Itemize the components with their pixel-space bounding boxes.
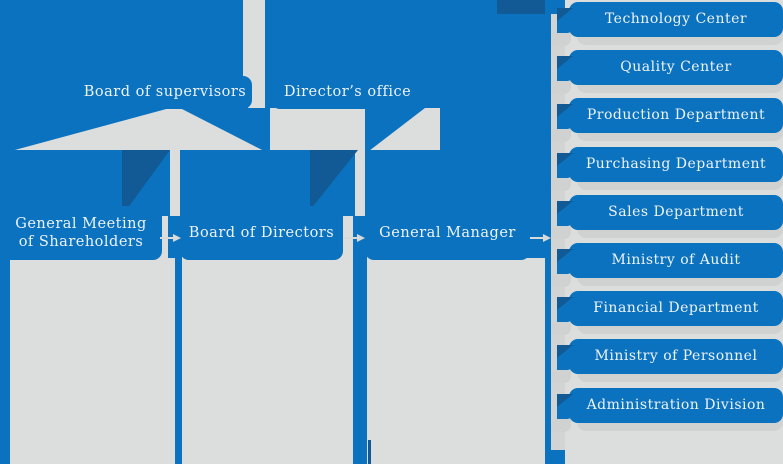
- department-label: Production Department: [586, 106, 766, 123]
- department-label: Ministry of Personnel: [594, 347, 758, 364]
- wedge-left-descend: [0, 108, 170, 154]
- department-tab-accent: [557, 153, 573, 166]
- department-tab-accent: [557, 8, 573, 21]
- department-label: Sales Department: [608, 203, 744, 220]
- rail-col1-left: [0, 216, 10, 464]
- department-label: Administration Division: [586, 396, 766, 413]
- department-tab-groove: [551, 274, 571, 287]
- department-tab-groove: [551, 322, 571, 335]
- node-general-manager[interactable]: General Manager: [365, 206, 530, 260]
- background-slab-mid-d: [440, 108, 545, 216]
- department-box-technology-center[interactable]: Technology Center: [569, 2, 783, 37]
- department-tab-groove: [551, 419, 571, 432]
- node-directors-office[interactable]: Director’s office: [271, 76, 424, 109]
- department-label: Ministry of Audit: [611, 251, 741, 268]
- department-box-financial-department[interactable]: Financial Department: [569, 291, 783, 326]
- wedge-center-descend: [180, 108, 270, 154]
- spine-gap-top: [243, 0, 257, 78]
- department-tab-groove: [551, 178, 571, 191]
- rail-col2-right: [353, 216, 367, 464]
- department-tab-accent: [557, 345, 573, 358]
- department-label: Quality Center: [620, 58, 732, 75]
- department-box-ministry-of-audit[interactable]: Ministry of Audit: [569, 243, 783, 278]
- department-tab-groove: [551, 370, 571, 383]
- department-label: Technology Center: [604, 10, 748, 27]
- node-board-of-directors[interactable]: Board of Directors: [180, 206, 343, 260]
- department-label: Financial Department: [593, 299, 759, 316]
- department-tab-accent: [557, 104, 573, 117]
- wedge-left-dark: [122, 150, 170, 216]
- department-box-ministry-of-personnel[interactable]: Ministry of Personnel: [569, 339, 783, 374]
- node-label: General Meeting of Shareholders: [15, 215, 147, 250]
- body-panel-col3: [371, 258, 545, 464]
- department-tab-groove: [551, 33, 571, 46]
- department-box-quality-center[interactable]: Quality Center: [569, 50, 783, 85]
- wedge-right-dark: [310, 150, 358, 210]
- connector-arrow-1: [160, 228, 182, 242]
- department-tab-accent: [557, 249, 573, 262]
- department-tab-groove: [551, 81, 571, 94]
- arrow-icon: [344, 234, 365, 242]
- node-general-meeting-of-shareholders[interactable]: General Meeting of Shareholders: [0, 206, 162, 260]
- body-panel-col1: [10, 258, 175, 464]
- node-label: Board of supervisors: [83, 84, 247, 101]
- department-box-purchasing-department[interactable]: Purchasing Department: [569, 147, 783, 182]
- department-box-sales-department[interactable]: Sales Department: [569, 195, 783, 230]
- department-label: Purchasing Department: [585, 155, 767, 172]
- department-tab-groove: [551, 226, 571, 239]
- department-box-administration-division[interactable]: Administration Division: [569, 388, 783, 423]
- arrow-icon: [160, 234, 181, 242]
- department-tab-accent: [557, 394, 573, 407]
- background-slab-top-right: [440, 0, 565, 108]
- arrow-icon: [530, 234, 551, 242]
- wedge-right-descend: [365, 108, 425, 154]
- connector-arrow-2: [344, 228, 366, 242]
- node-label: General Manager: [379, 224, 516, 241]
- department-tab-accent: [557, 56, 573, 69]
- department-tab-accent: [557, 297, 573, 310]
- department-tab-groove: [551, 129, 571, 142]
- body-panel-col2: [186, 258, 353, 464]
- connector-arrow-3: [530, 228, 552, 242]
- node-label: Director’s office: [283, 84, 412, 101]
- department-tab-accent: [557, 201, 573, 214]
- node-board-of-supervisors[interactable]: Board of supervisors: [78, 76, 252, 109]
- node-label: Board of Directors: [188, 224, 335, 241]
- department-box-production-department[interactable]: Production Department: [569, 98, 783, 133]
